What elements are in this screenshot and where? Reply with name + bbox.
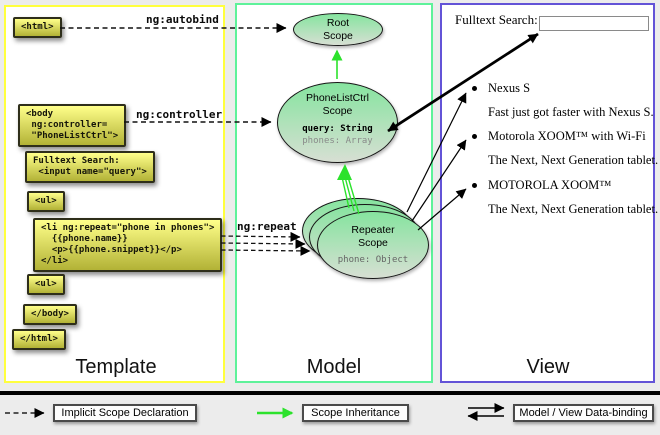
ng-controller-label: ng:controller [136,108,223,121]
view-item-title: MOTOROLA XOOM™ [488,178,612,192]
legend-scope-inheritance: Scope Inheritance [302,404,409,422]
fulltext-search-input[interactable] [539,16,649,31]
phonelistctrl-scope-title: Scope [322,105,353,117]
view-item-desc: Fast just got faster with Nexus S. [488,105,654,119]
phone-object-property: phone: Object [337,255,409,265]
model-column [235,3,433,383]
code-box-ul-close: <ul> [27,274,65,295]
view-item-desc: The Next, Next Generation tablet. [488,202,659,216]
phones-array-property: phones: Array [302,136,373,146]
bullet-icon [472,134,477,139]
root-scope-title: Root [326,17,350,29]
phonelistctrl-scope-ellipse: PhoneListCtrl Scope query: String phones… [277,82,398,163]
bullet-icon [472,86,477,91]
view-column [440,3,655,383]
code-line: </li> [41,256,69,266]
code-box-li-repeat: <li ng:repeat="phone in phones"> {{phone… [33,218,223,272]
code-box-html-close: </html> [12,329,66,350]
code-box-ul-open: <ul> [27,191,65,212]
query-string-property: query: String [302,124,373,134]
code-box-body-close: </body> [23,304,77,325]
repeater-scope-title: Repeater [351,224,395,236]
legend-separator-line [0,391,660,395]
view-item-title: Nexus S [488,81,531,95]
code-box-html-open: <html> [13,17,62,38]
view-item-title: Motorola XOOM™ with Wi-Fi [488,129,646,143]
ng-autobind-label: ng:autobind [146,13,219,26]
code-box-fulltext-input: Fulltext Search: <input name="query"> [25,151,155,183]
ng-repeat-label: ng:repeat [237,220,297,233]
view-column-label: View [526,356,570,378]
bullet-icon [472,183,477,188]
repeater-scope-title: Scope [358,237,388,249]
code-line: "PhoneListCtrl"> [26,131,119,141]
code-line: <li ng:repeat="phone in phones"> [41,223,215,233]
model-column-label: Model [306,356,362,378]
code-line: {{phone.name}} [41,234,128,244]
legend-implicit-scope-declaration: Implicit Scope Declaration [53,404,197,422]
fulltext-search-label: Fulltext Search: [455,12,538,27]
view-item-desc: The Next, Next Generation tablet. [488,153,659,167]
code-line: Fulltext Search: [33,156,120,166]
root-scope-title: Scope [323,30,353,42]
code-line: <body [26,109,54,119]
code-box-body-open: <body ng:controller= "PhoneListCtrl"> [18,104,127,147]
phonelistctrl-scope-title: PhoneListCtrl [305,92,370,104]
repeater-scope-ellipse-front: Repeater Scope phone: Object [317,211,429,279]
code-line: <p>{{phone.snippet}}</p> [41,245,182,255]
template-column-label: Template [75,356,157,378]
root-scope-ellipse: Root Scope [293,13,383,46]
code-line: <input name="query"> [33,167,147,177]
code-line: ng:controller= [26,120,108,130]
legend-model-view-data-binding: Model / View Data-binding [513,404,654,422]
